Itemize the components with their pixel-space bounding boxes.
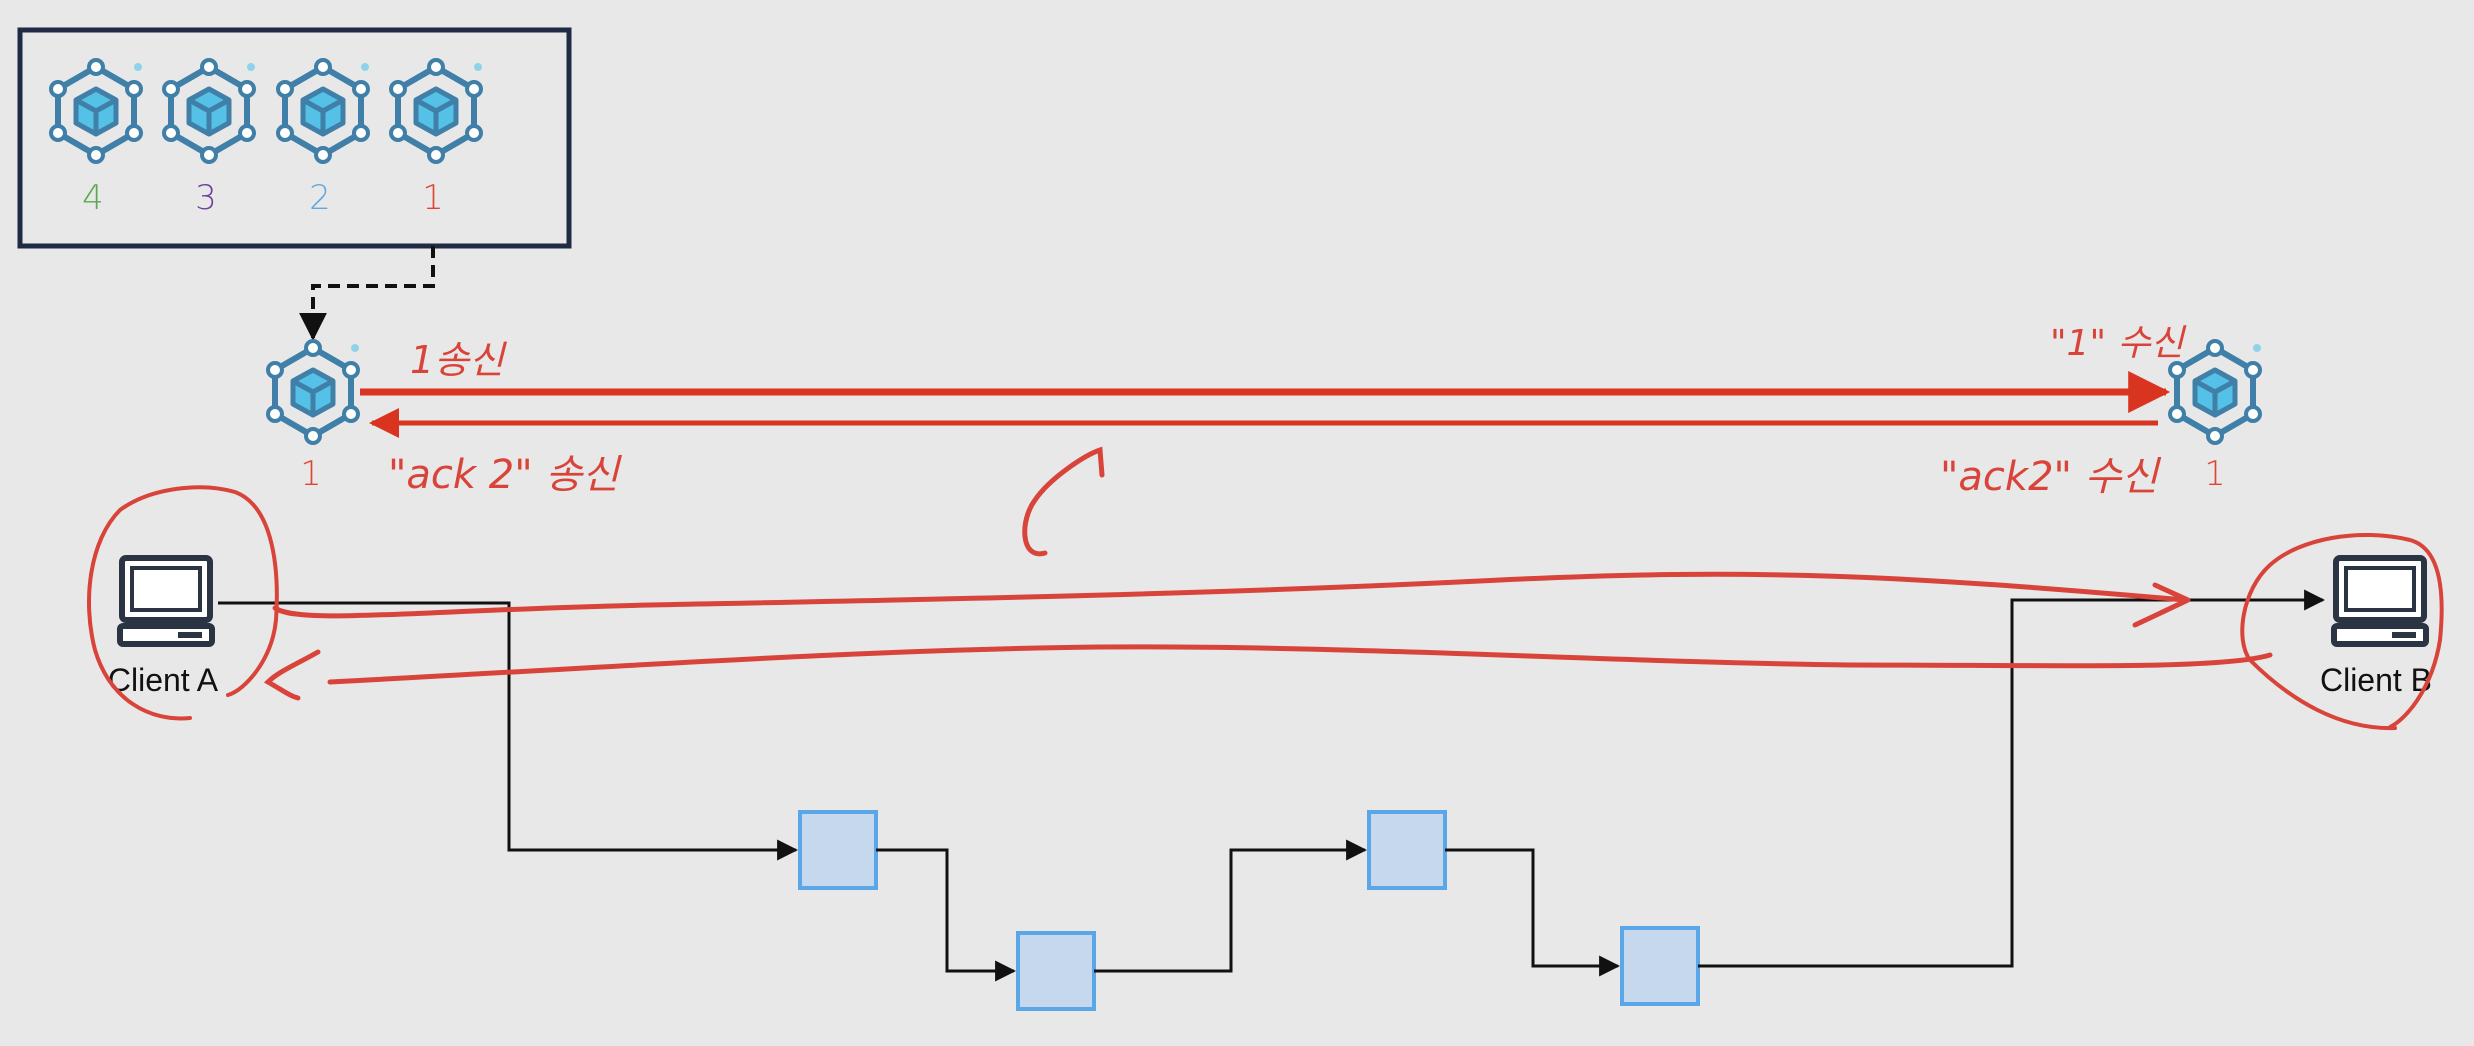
ink-circle-client-a — [86, 485, 279, 721]
annotation-send: 1송신 — [410, 338, 507, 382]
blockchain-node-icon — [391, 60, 482, 162]
path-a-to-r1 — [218, 601, 799, 861]
queue-label-3: 3 — [195, 178, 217, 218]
sender-node-icon — [268, 341, 359, 443]
queue-label-2: 2 — [309, 178, 331, 218]
blockchain-node-icon — [164, 60, 255, 162]
ink-arrow-to-b — [272, 571, 2188, 619]
annotation-receive: "1" 수신 — [2050, 323, 2187, 364]
path-r2-to-r3 — [1094, 839, 1368, 973]
ink-arrowhead-to-a — [263, 649, 321, 701]
ink-circle-client-b — [2240, 533, 2444, 731]
receiver-node-label: 1 — [2204, 454, 2226, 494]
router-box-1 — [798, 810, 878, 890]
laptop-icon — [120, 558, 212, 644]
annotation-curve — [1022, 446, 1105, 557]
node-queue-box — [17, 27, 572, 249]
dequeue-arrow — [299, 246, 435, 341]
annotation-ack-receive: "ack2" 수신 — [1940, 454, 2161, 500]
laptop-icon — [2334, 558, 2426, 644]
router-box-3 — [1367, 810, 1447, 890]
sender-node-label: 1 — [300, 454, 322, 494]
router-box-2 — [1016, 931, 1096, 1011]
queue-label-1: 1 — [422, 178, 444, 218]
path-r3-to-r4 — [1445, 848, 1621, 977]
ink-arrowhead-to-b — [2132, 582, 2191, 628]
blockchain-node-icon — [51, 60, 142, 162]
blockchain-node-icon — [278, 60, 369, 162]
client-a-label: Client A — [108, 662, 219, 698]
queue-label-4: 4 — [82, 178, 104, 218]
client-b-label: Client B — [2320, 662, 2432, 698]
path-r1-to-r2 — [876, 848, 1017, 982]
path-r4-to-b — [1698, 589, 2326, 968]
annotation-ack-send: "ack 2" 송신 — [388, 452, 622, 498]
ink-arrow-to-a — [327, 644, 2273, 685]
router-box-4 — [1620, 926, 1700, 1006]
